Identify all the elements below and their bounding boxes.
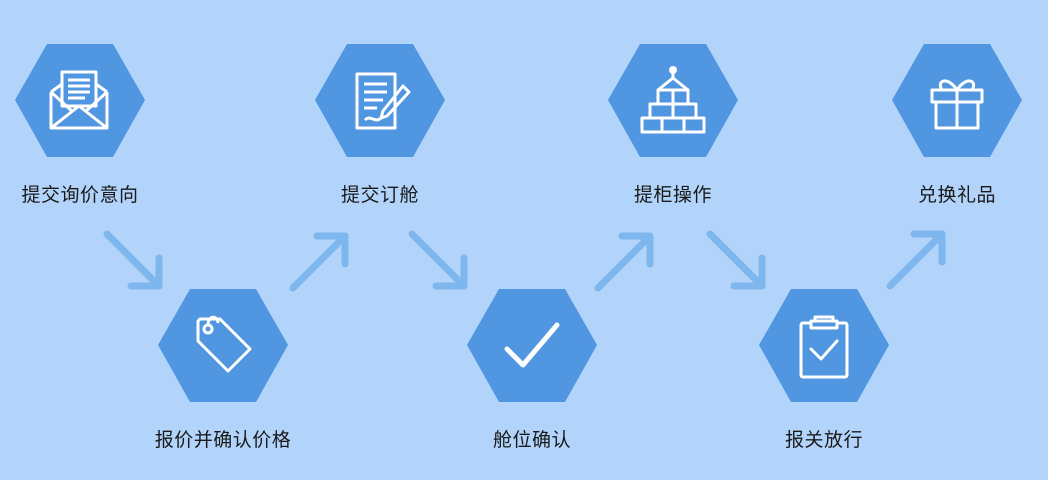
arrow-down-right-icon — [408, 230, 468, 290]
step-3-label: 提交订舱 — [340, 184, 419, 206]
hexagon-shape — [759, 289, 889, 402]
clipboard-check-icon — [799, 315, 849, 379]
arrow-up-right-icon — [886, 230, 946, 290]
step-1-hexagon — [15, 44, 145, 157]
checkmark-icon — [504, 322, 560, 368]
step-4-hexagon — [467, 289, 597, 402]
step-5-label: 提柜操作 — [633, 184, 712, 206]
hexagon-shape — [15, 44, 145, 157]
step-3-hexagon — [315, 44, 445, 157]
price-tag-icon — [196, 315, 252, 373]
step-6-hexagon — [759, 289, 889, 402]
envelope-letter-icon — [49, 70, 109, 130]
step-2-label: 报价并确认价格 — [154, 429, 292, 451]
step-4-label: 舱位确认 — [492, 429, 571, 451]
step-1-label: 提交询价意向 — [21, 184, 139, 206]
step-2-hexagon — [158, 289, 288, 402]
container-stack-icon — [640, 66, 706, 134]
hexagon-shape — [158, 289, 288, 402]
arrow-down-right-icon — [706, 230, 766, 290]
hexagon-shape — [467, 289, 597, 402]
arrow-up-right-icon — [289, 232, 349, 292]
arrow-down-right-icon — [103, 230, 163, 290]
document-pen-icon — [355, 72, 411, 130]
arrow-up-right-icon — [594, 232, 654, 292]
step-5-hexagon — [608, 44, 738, 157]
step-7-hexagon — [892, 44, 1022, 157]
gift-box-icon — [930, 79, 984, 130]
step-7-label: 兑换礼品 — [917, 184, 996, 206]
step-6-label: 报关放行 — [784, 429, 863, 451]
